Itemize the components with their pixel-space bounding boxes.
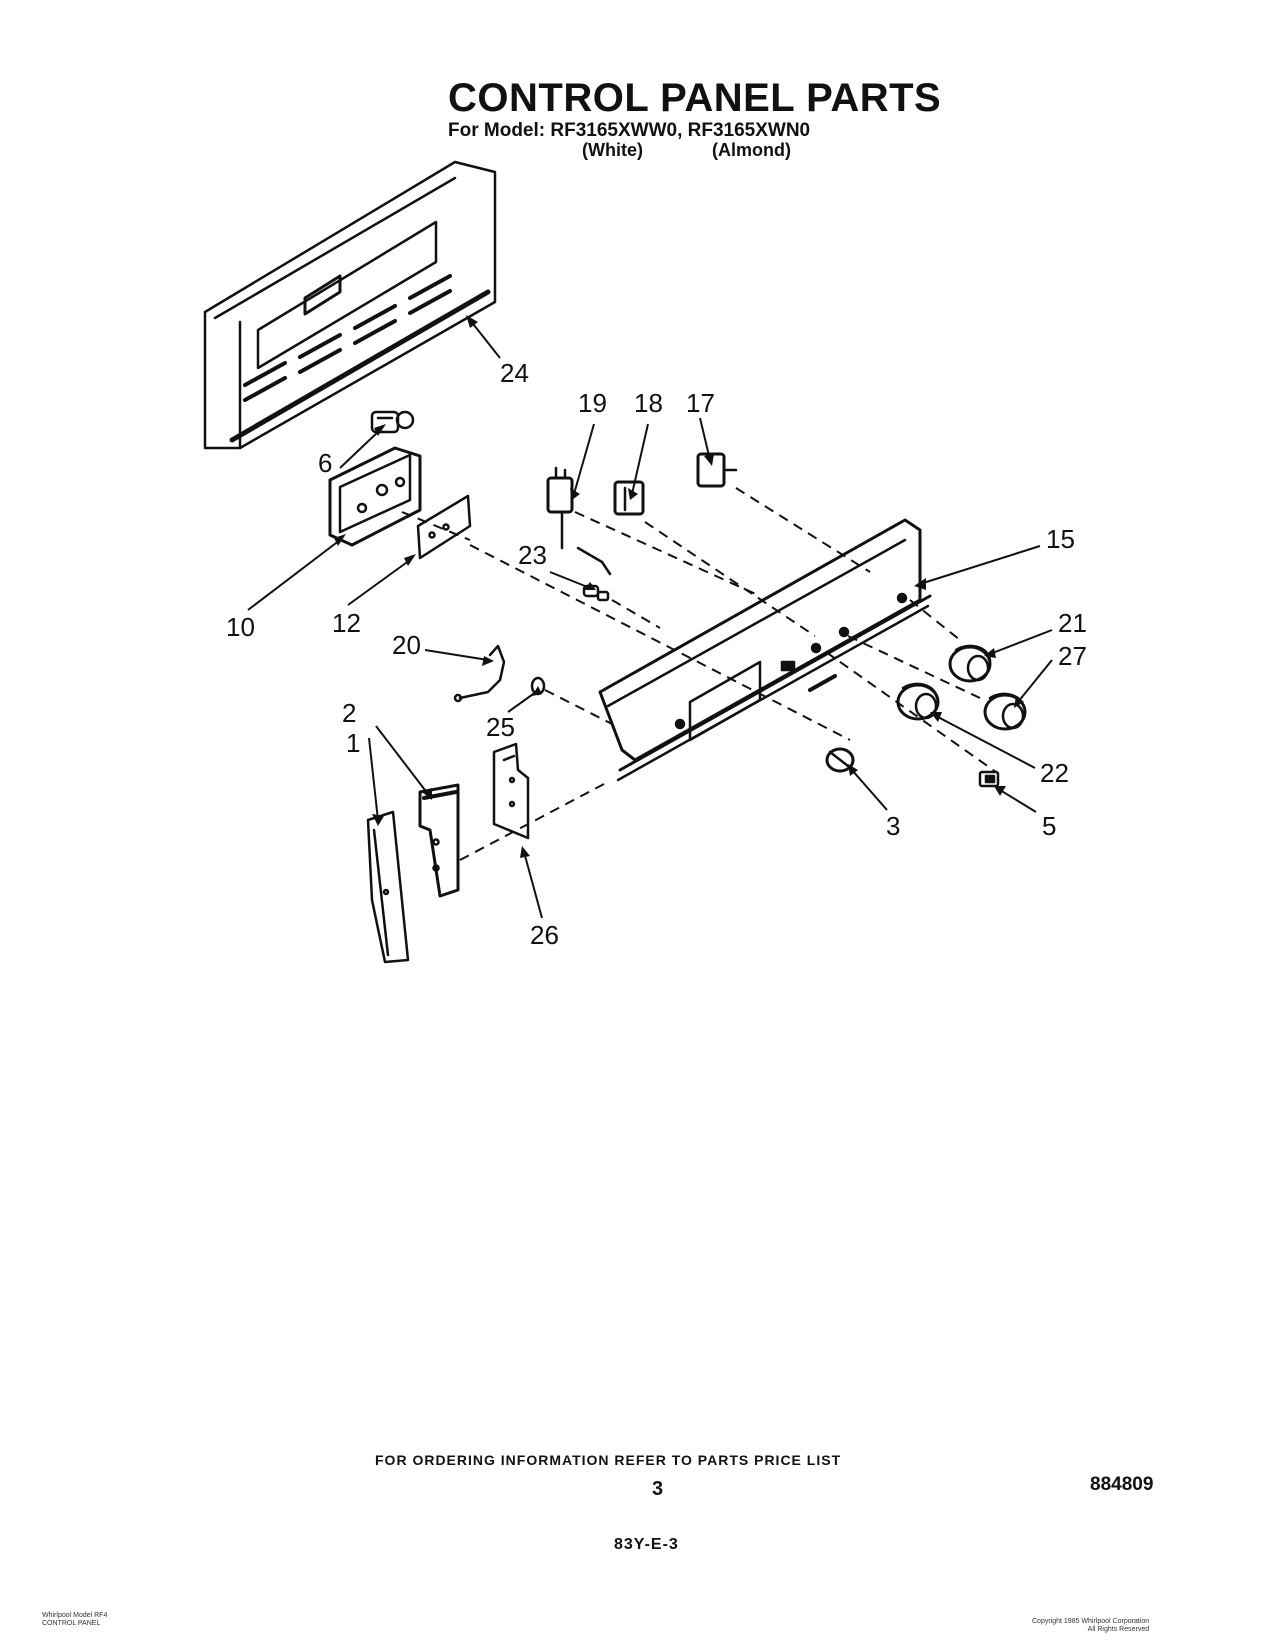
- callout-22: 22: [1040, 758, 1069, 788]
- callout-3: 3: [886, 811, 900, 841]
- callout-17: 17: [686, 388, 715, 418]
- assembly-lines: [401, 487, 997, 861]
- ordering-note: FOR ORDERING INFORMATION REFER TO PARTS …: [375, 1452, 842, 1468]
- callout-26: 26: [530, 920, 559, 950]
- part-2-end-bracket: [418, 783, 460, 898]
- callout-1: 1: [346, 728, 360, 758]
- callout-25: 25: [486, 712, 515, 742]
- fine-print-right: Copyright 1985 Whirlpool Corporation All…: [1032, 1618, 1150, 1633]
- part-21-knob: [948, 644, 992, 683]
- part-15-control-panel: [598, 518, 932, 782]
- callout-24: 24: [500, 358, 529, 388]
- callout-21: 21: [1058, 608, 1087, 638]
- part-23-connector: [576, 546, 612, 602]
- callout-18: 18: [634, 388, 663, 418]
- variant-almond-label: (Almond): [712, 140, 791, 160]
- part-1-end-cap: [366, 810, 410, 964]
- page-title: CONTROL PANEL PARTS: [448, 76, 942, 120]
- variant-white-label: (White): [582, 140, 643, 160]
- part-17-switch: [696, 452, 738, 488]
- callout-6: 6: [318, 448, 332, 478]
- page-number: 3: [652, 1478, 664, 1500]
- leader-lines: [247, 319, 1053, 919]
- callout-10: 10: [226, 612, 255, 642]
- part-10-clock: [328, 446, 422, 547]
- document-number: 884809: [1090, 1474, 1154, 1495]
- part-6-clock-knob: [370, 410, 415, 434]
- part-5-indicator: [978, 770, 1000, 788]
- part-18-switch: [613, 480, 645, 516]
- part-3-knob: [825, 747, 855, 773]
- part-12-plate: [416, 494, 472, 560]
- callout-2: 2: [342, 698, 356, 728]
- fine-print-left: Whirlpool Model RF4 CONTROL PANEL: [42, 1612, 108, 1627]
- stamp-code: 83Y-E-3: [614, 1536, 679, 1553]
- callout-15: 15: [1046, 524, 1075, 554]
- callout-12: 12: [332, 608, 361, 638]
- model-numbers: For Model: RF3165XWW0, RF3165XWN0: [448, 120, 811, 141]
- part-20-bracket: [453, 644, 506, 703]
- callout-27: 27: [1058, 641, 1087, 671]
- part-19-switch: [546, 466, 574, 550]
- callout-19: 19: [578, 388, 607, 418]
- part-24-backguard: [203, 160, 497, 450]
- callout-23: 23: [518, 540, 547, 570]
- callout-20: 20: [392, 630, 421, 660]
- part-26-side-bracket: [492, 742, 530, 840]
- leader-arrowheads: [334, 315, 1024, 858]
- callout-labels: 24 6 19 18 17 10 12 23 15 20 21 27 2 1 2…: [226, 358, 1087, 950]
- callout-5: 5: [1042, 811, 1056, 841]
